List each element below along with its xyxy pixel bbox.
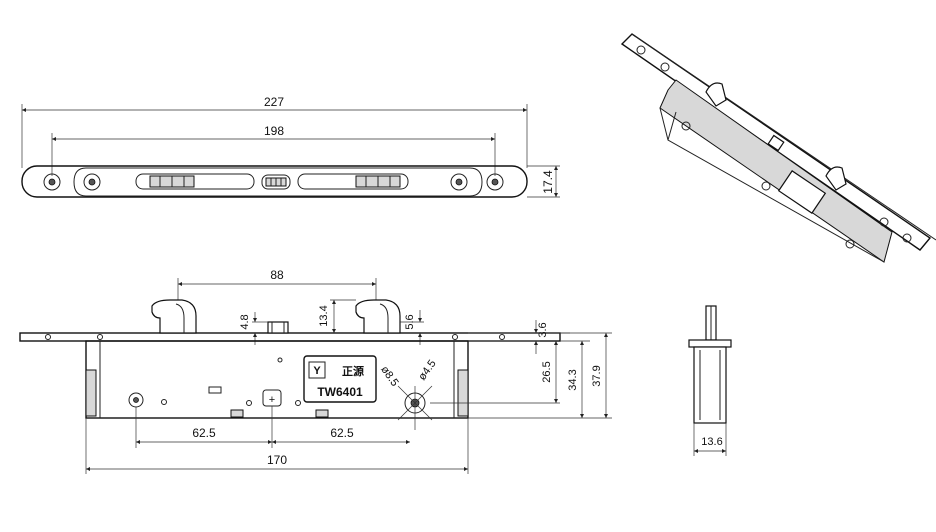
hook-bolt-right — [355, 299, 401, 334]
dim-13-6-label: 13.6 — [701, 436, 722, 448]
screw-hole — [450, 173, 468, 191]
dim-34-3-label: 34.3 — [567, 369, 579, 390]
dim-62-5-right-label: 62.5 — [330, 426, 354, 440]
dim-62-5-left-label: 62.5 — [192, 426, 216, 440]
small-slot — [208, 386, 222, 394]
iso-hook-left — [705, 82, 727, 107]
model-number: TW6401 — [317, 385, 363, 399]
dim-dia-8-5-label: ø8.5 — [378, 364, 400, 389]
hook-slot-left — [135, 173, 255, 190]
case-side-right — [457, 369, 469, 417]
svg-text:Y: Y — [313, 365, 321, 377]
screw-hole — [43, 173, 61, 191]
side-case — [693, 346, 727, 424]
dim-3-6-label: 3.6 — [537, 322, 549, 337]
iso-latch — [767, 134, 785, 152]
hook-bolt-left — [151, 299, 197, 334]
dim-dia-4-5-label: ø4.5 — [416, 358, 438, 383]
dim-13-4-label: 13.4 — [318, 305, 330, 326]
dim-198-label: 198 — [264, 124, 284, 138]
brand-label — [303, 355, 377, 403]
iso-label — [777, 170, 827, 214]
isometric-view — [620, 33, 936, 263]
dim-17-4-label: 17.4 — [541, 170, 555, 194]
hook-slot-right — [297, 173, 409, 190]
latch-slot — [261, 174, 291, 190]
dim-5-6-label: 5.6 — [404, 314, 416, 329]
iso-hook-right — [825, 166, 847, 191]
dim-4-8-label: 4.8 — [239, 314, 251, 329]
screw-hole — [83, 173, 101, 191]
front-view: 88 4.8 13.4 5.6 — [19, 268, 612, 474]
side-faceplate — [688, 339, 732, 348]
case-side-left — [85, 369, 97, 417]
iso-case — [659, 79, 893, 263]
dim-170-label: 170 — [267, 453, 287, 467]
side-view: 13.6 — [688, 305, 732, 456]
dim-37-9-label: 37.9 — [591, 365, 603, 386]
latch-bolt — [267, 321, 289, 334]
top-view: 227 198 17.4 — [21, 95, 560, 198]
svg-text:+: + — [269, 394, 275, 406]
dim-26-5-label: 26.5 — [541, 361, 553, 382]
dim-88-label: 88 — [270, 268, 284, 282]
brand-name: 正源 — [342, 364, 364, 378]
dim-227-label: 227 — [264, 95, 284, 109]
inner-plate-outline — [73, 167, 483, 197]
screw-hole — [128, 392, 144, 408]
brand-logo-icon — [308, 361, 326, 379]
screw-hole — [486, 173, 504, 191]
faceplate-top — [21, 165, 528, 198]
